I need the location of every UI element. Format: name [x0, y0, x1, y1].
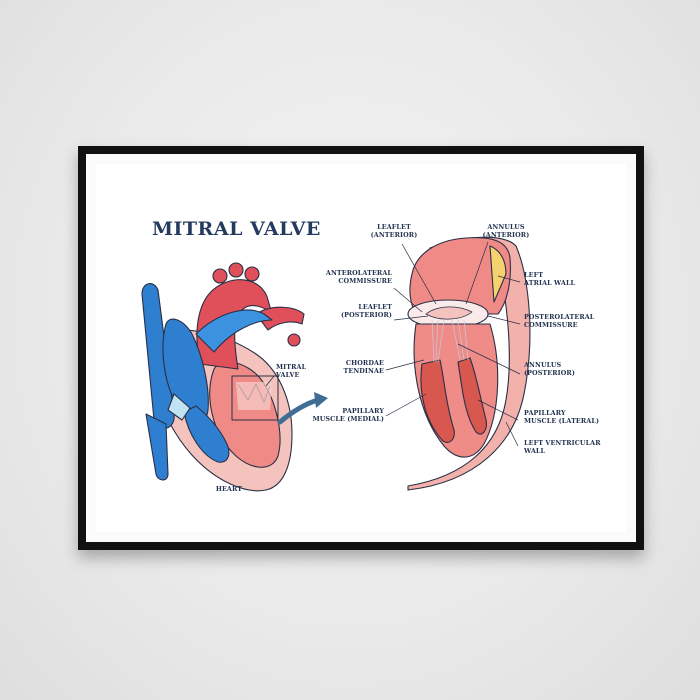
pulmonary-branch: [287, 333, 301, 347]
mitral-valve-detail: [407, 236, 531, 491]
mitral-valve-callout-line: [265, 375, 275, 387]
label-leaflet-anterior: LEAFLET (ANTERIOR): [370, 223, 418, 239]
heart-illustration: [141, 262, 305, 492]
chordae-tendinae-strands: [431, 319, 469, 363]
label-annulus-posterior: ANNULUS (POSTERIOR): [524, 361, 575, 377]
label-left-atrial-wall: LEFT ATRIAL WALL: [524, 271, 576, 287]
zoom-arrowhead: [314, 392, 328, 408]
frame-mat: MITRAL VALVE HEART MITRAL VALVE LEAFLET …: [86, 154, 636, 542]
valve-orifice: [425, 306, 473, 320]
aorta-branch-2: [228, 262, 244, 278]
mitral-valve-diagram: [141, 236, 531, 492]
left-ventricular-wall: [407, 236, 531, 491]
label-heart: HEART: [215, 485, 243, 493]
picture-frame: MITRAL VALVE HEART MITRAL VALVE LEAFLET …: [78, 146, 644, 550]
mitral-valve-highlight-box: [231, 375, 279, 421]
label-leaflet-posterior: LEAFLET (POSTERIOR): [341, 303, 392, 319]
label-papillary-muscle-medial: PAPILLARY MUSCLE (MEDIAL): [312, 407, 384, 423]
heart-mitral-valve-fill: [236, 382, 272, 410]
label-annulus-anterior: ANNULUS (ANTERIOR): [482, 223, 530, 239]
left-atrial-wall-layer: [489, 245, 507, 303]
aorta-branch-1: [212, 268, 228, 284]
papillary-muscle-lateral-shape: [457, 357, 487, 435]
label-heart-mitral-valve: MITRAL VALVE: [276, 363, 307, 379]
right-ventricle: [183, 405, 230, 463]
pulmonary-trunk: [195, 309, 273, 353]
pulmonary-artery: [255, 306, 305, 331]
tricuspid-valve: [167, 393, 191, 421]
page-title: MITRAL VALVE: [152, 218, 321, 240]
aorta-branch-3: [244, 266, 260, 282]
label-anterolateral-commissure: ANTEROLATERAL COMMISSURE: [325, 269, 392, 285]
left-atrium: [409, 237, 511, 315]
label-leader-lines: [385, 241, 521, 447]
poster-print: MITRAL VALVE HEART MITRAL VALVE LEAFLET …: [96, 164, 626, 532]
inferior-vena-cava: [145, 413, 169, 481]
zoom-arrow: [277, 397, 321, 425]
label-posterolateral-commissure: POSTEROLATERAL COMMISSURE: [524, 313, 595, 329]
papillary-muscle-medial-shape: [420, 359, 455, 443]
label-chordae-tendinae: CHORDAE TENDINAE: [343, 359, 384, 375]
label-papillary-muscle-lateral: PAPILLARY MUSCLE (LATERAL): [524, 409, 600, 425]
label-left-ventricular-wall: LEFT VENTRICULAR WALL: [524, 439, 601, 455]
